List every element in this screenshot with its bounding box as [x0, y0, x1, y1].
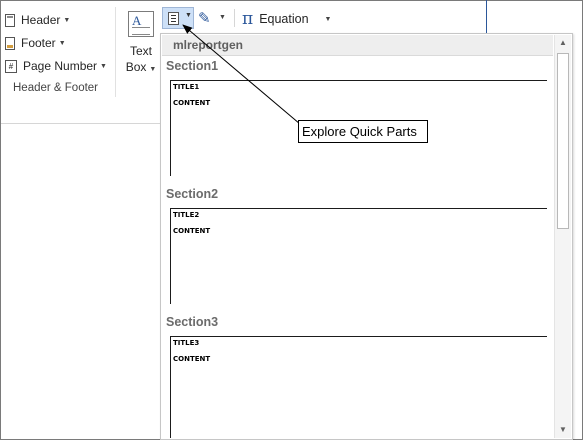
callout-label: Explore Quick Parts — [298, 120, 428, 143]
chevron-down-icon: ▼ — [100, 62, 107, 70]
equation-label: Equation — [259, 12, 309, 26]
scroll-up-icon[interactable]: ▲ — [559, 38, 567, 47]
scroll-thumb[interactable] — [557, 53, 569, 229]
gallery-item-section2[interactable]: TITLE2 CONTENT — [170, 208, 547, 304]
quick-parts-icon — [168, 12, 179, 25]
preview-title: TITLE3 — [173, 339, 200, 347]
group-divider — [115, 7, 116, 97]
page-number-icon: # — [5, 59, 17, 73]
gallery-scrollbar[interactable]: ▲ ▼ — [554, 35, 571, 438]
chevron-down-icon: ▼ — [219, 14, 226, 21]
ribbon-insert-group: Header ▼ Footer ▼ # Page Number ▼ Header… — [1, 1, 161, 124]
chevron-down-icon: ▼ — [63, 16, 71, 24]
scroll-down-icon[interactable]: ▼ — [559, 425, 567, 434]
preview-title: TITLE1 — [173, 83, 200, 91]
ribbon-toolbar-strip: ▼ ✎ ▼ π Equation ▼ — [160, 1, 490, 33]
page-number-label: Page Number — [23, 59, 98, 73]
chevron-down-icon: ▼ — [58, 39, 66, 47]
preview-content: CONTENT — [173, 227, 211, 235]
section-title: Section1 — [166, 59, 219, 73]
chevron-down-icon: ▼ — [185, 12, 192, 19]
gallery-item-section3[interactable]: TITLE3 CONTENT — [170, 336, 547, 438]
quick-parts-button[interactable]: ▼ — [162, 7, 194, 29]
page-number-button[interactable]: # Page Number ▼ — [5, 56, 107, 76]
signature-line-button[interactable]: ✎ ▼ — [196, 9, 226, 29]
preview-title: TITLE2 — [173, 211, 200, 219]
group-label-header-footer: Header & Footer — [13, 82, 99, 94]
gallery-category-header: mlreportgen — [162, 35, 553, 56]
header-button[interactable]: Header ▼ — [5, 10, 70, 30]
header-icon — [5, 13, 15, 27]
preview-content: CONTENT — [173, 355, 211, 363]
footer-label: Footer — [21, 36, 56, 50]
equation-button[interactable]: π Equation ▼ — [242, 9, 331, 29]
text-box-button[interactable]: A Text Box▼ — [121, 11, 161, 81]
footer-button[interactable]: Footer ▼ — [5, 33, 66, 53]
footer-icon — [5, 36, 15, 50]
section-title: Section2 — [166, 187, 219, 201]
quick-parts-gallery: mlreportgen Section1 TITLE1 CONTENT Sect… — [160, 33, 573, 440]
pi-icon: π — [242, 9, 254, 29]
section-title: Section3 — [166, 315, 219, 329]
text-box-label-line1: Text — [129, 44, 152, 58]
text-box-label-line2: Box▼ — [125, 60, 157, 74]
signature-line-icon: ✎ — [198, 10, 211, 27]
window-edge-line — [486, 0, 487, 34]
chevron-down-icon: ▼ — [149, 66, 157, 73]
preview-content: CONTENT — [173, 99, 211, 107]
text-box-icon: A — [128, 11, 154, 37]
chevron-down-icon: ▼ — [324, 15, 332, 23]
header-label: Header — [21, 13, 61, 27]
toolbar-divider — [234, 9, 235, 27]
